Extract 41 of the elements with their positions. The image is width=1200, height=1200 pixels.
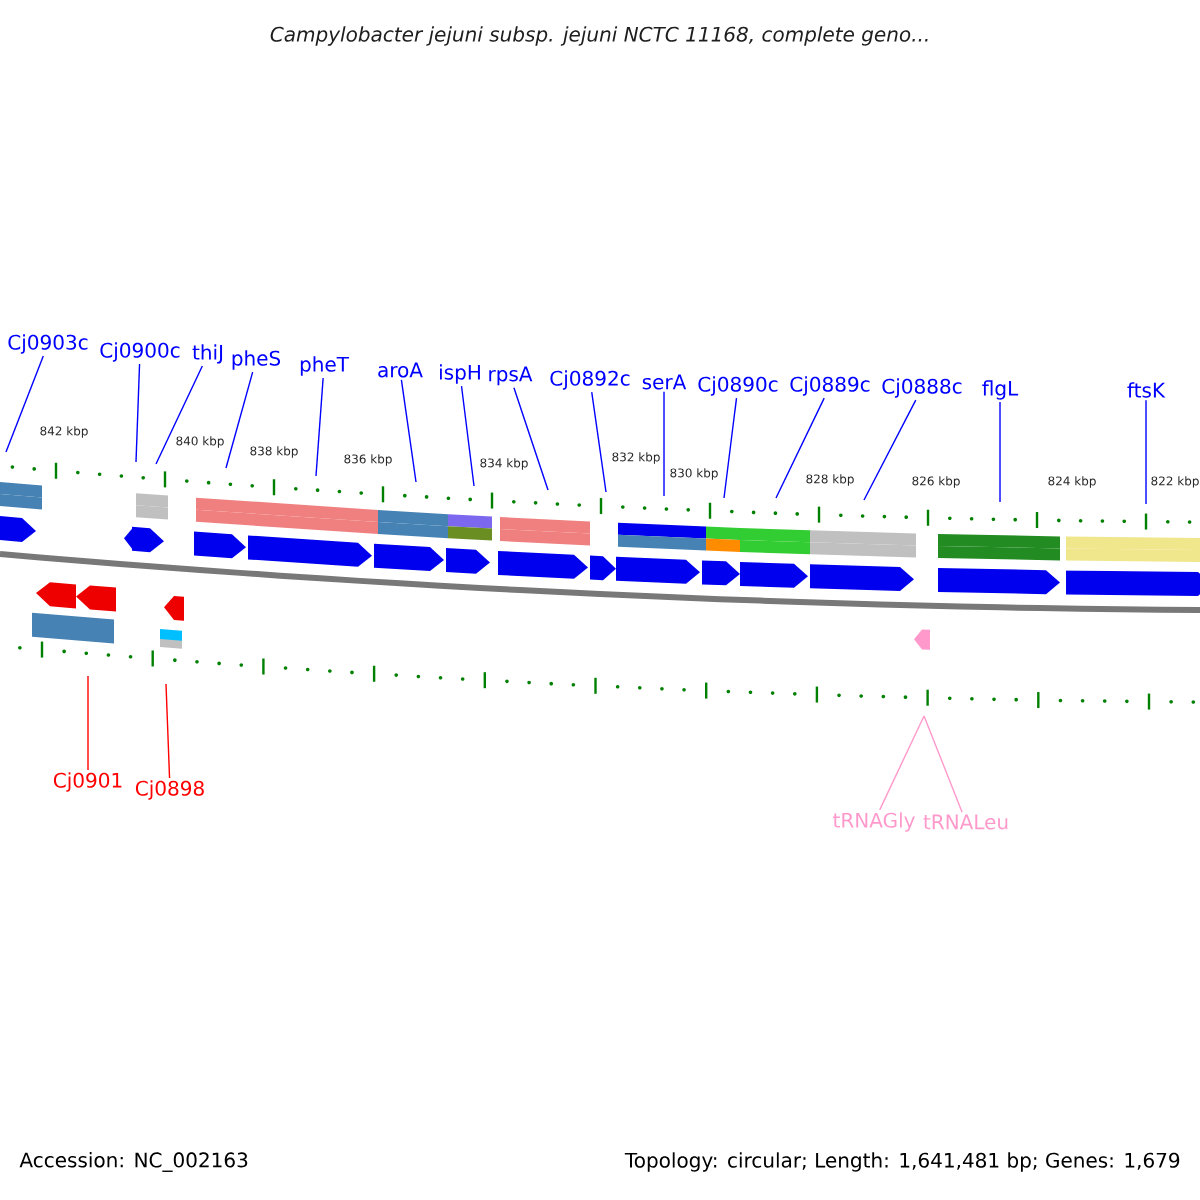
gene-label: flgL xyxy=(982,380,1019,400)
leader-line xyxy=(460,385,475,487)
leader-line xyxy=(87,675,89,771)
leader-line xyxy=(923,715,963,813)
leader-line xyxy=(225,371,254,469)
gene-label: Cj0903c xyxy=(8,334,88,354)
gene-label: aroA xyxy=(378,362,423,378)
gene-label: ispH xyxy=(440,364,480,384)
leader-line xyxy=(1145,399,1147,505)
footer-text: Topology: circular; Length: 1,641,481 bp; Genes: 1,679 xyxy=(624,1152,1180,1172)
leader-line xyxy=(513,387,549,491)
leader-line xyxy=(400,379,417,483)
leader-line xyxy=(135,363,141,463)
leader-line xyxy=(999,401,1001,503)
leader-line xyxy=(5,355,44,453)
gene-label: tRNALeu xyxy=(923,814,1008,830)
leader-line xyxy=(775,397,825,499)
gene-label: Cj0892c xyxy=(550,370,630,390)
gene-label: rpsA xyxy=(489,366,533,386)
gene-label: pheT xyxy=(300,356,350,376)
leader-line xyxy=(315,377,324,477)
leader-line xyxy=(879,715,925,811)
footer-text: Accession: NC_002163 xyxy=(19,1152,248,1172)
gene-label: Cj0900c xyxy=(100,342,180,362)
gene-label: Cj0889c xyxy=(790,376,870,396)
leader-line xyxy=(863,399,917,501)
gene-label: thiJ xyxy=(192,344,223,364)
leader-line xyxy=(165,683,171,779)
gene-label: ftsK xyxy=(1127,382,1166,398)
title: Campylobacter jejuni subsp. jejuni NCTC 11168, complete geno... xyxy=(270,26,928,46)
gene-label: Cj0901 xyxy=(53,772,122,792)
gene-label: Cj0888c xyxy=(882,378,962,398)
gene-label: pheS xyxy=(232,350,281,370)
leader-line xyxy=(723,397,738,499)
leader-line xyxy=(591,391,607,493)
gene-label: serA xyxy=(642,374,687,390)
leader-line xyxy=(155,365,204,465)
leader-line xyxy=(663,391,665,497)
gene-label: tRNAGly xyxy=(833,812,915,832)
gene-label: Cj0890c xyxy=(698,376,778,396)
gene-label: Cj0898 xyxy=(135,780,204,800)
